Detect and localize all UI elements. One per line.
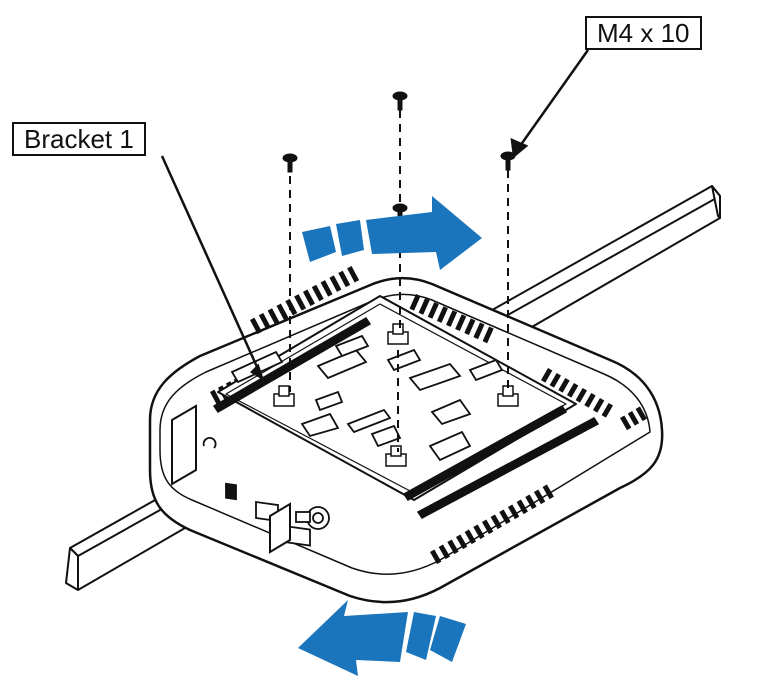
rotate-arrow-icon: [302, 196, 482, 270]
vent-slots: [210, 266, 647, 565]
screw-icon: [282, 91, 516, 223]
screw-size-callout: M4 x 10: [585, 16, 702, 50]
callout-leaders: [160, 49, 590, 381]
bracket-callout: Bracket 1: [12, 122, 146, 156]
side-notch: [171, 404, 291, 554]
rotate-arrow-icon: [298, 600, 466, 676]
antenna-connector: [295, 506, 330, 530]
bracket-bars: [212, 316, 600, 519]
